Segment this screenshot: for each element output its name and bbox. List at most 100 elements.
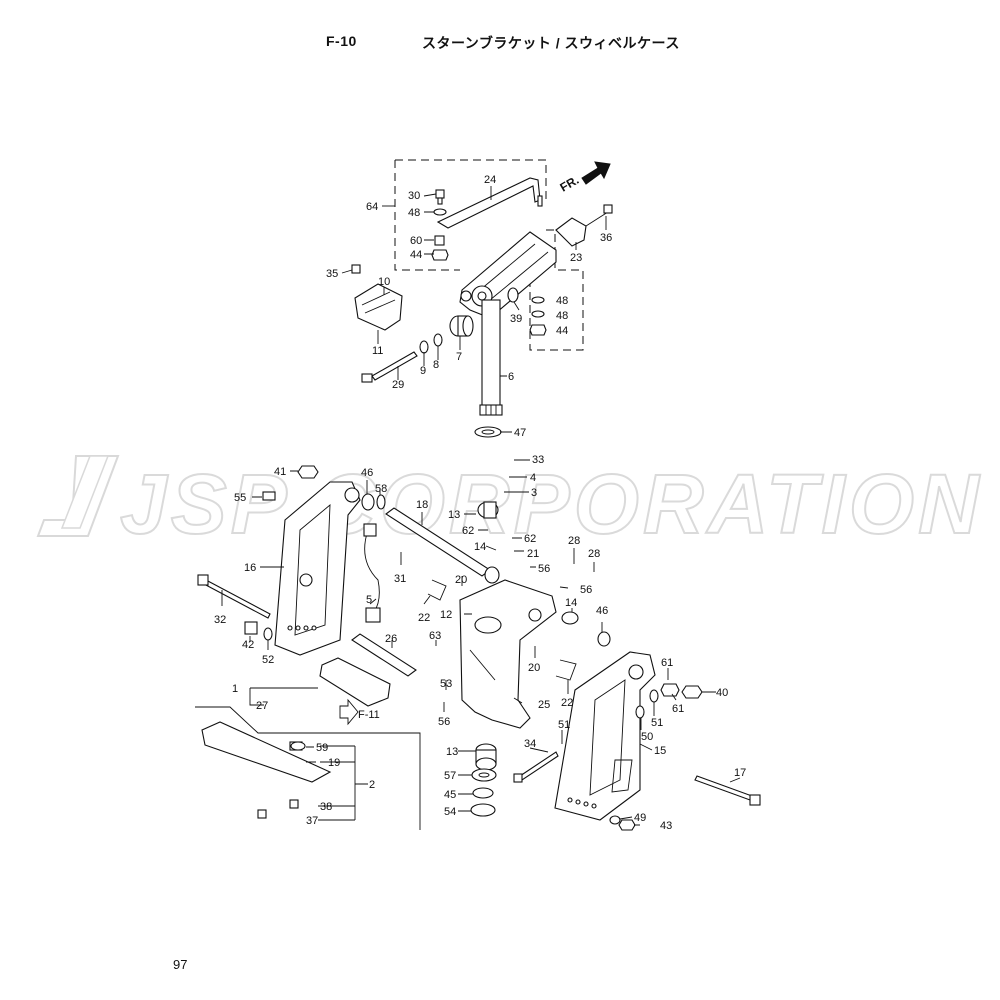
lever-plate [351, 264, 403, 331]
group-64-outline [394, 159, 584, 351]
washer-48a [433, 208, 447, 216]
callout-22: 22 [561, 697, 573, 709]
bolt-34 [513, 751, 559, 783]
callout-48: 48 [408, 207, 420, 219]
washer-54 [470, 803, 496, 817]
callout-62: 62 [462, 525, 474, 537]
callout-30: 30 [408, 190, 420, 202]
callout-4: 4 [530, 472, 536, 484]
callout-63: 63 [429, 630, 441, 642]
bolt-17 [694, 775, 761, 806]
callout-10: 10 [378, 276, 390, 288]
callout-24: 24 [484, 174, 496, 186]
callout-7: 7 [456, 351, 462, 363]
washer-46b [597, 631, 611, 647]
washer-51 [649, 689, 659, 703]
callout-40: 40 [716, 687, 728, 699]
callout-11: 11 [372, 345, 383, 357]
plate-2 [201, 721, 332, 783]
steering-bracket [459, 231, 557, 319]
callout-22: 22 [418, 612, 430, 624]
callout-64: 64 [366, 201, 378, 213]
callout-1: 1 [232, 683, 238, 695]
bolt-37 [257, 809, 267, 819]
washer-48b [531, 296, 545, 304]
plate-1 [319, 657, 391, 707]
callout-56: 56 [438, 716, 450, 728]
collar-42 [244, 621, 258, 635]
washer-57 [471, 768, 497, 782]
watermark-logo [36, 455, 120, 537]
callout-48: 48 [556, 310, 568, 322]
callout-12: 12 [440, 609, 452, 621]
stern-bracket-left [274, 481, 361, 656]
callout-51: 51 [651, 717, 663, 729]
callout-43: 43 [660, 820, 672, 832]
callout-21: 21 [527, 548, 539, 560]
bushing-14b [561, 611, 579, 625]
callout-26: 26 [385, 633, 397, 645]
bolt-32 [197, 574, 271, 619]
bracket-23 [555, 204, 613, 247]
washer-49 [609, 815, 621, 825]
washer-45 [472, 787, 494, 799]
callout-25: 25 [538, 699, 550, 711]
diagram-title: スターンブラケット / スウィベルケース [422, 35, 680, 51]
callout-50: 50 [641, 731, 653, 743]
callout-14: 14 [474, 541, 486, 553]
callout-56: 56 [580, 584, 592, 596]
nut-43 [618, 819, 636, 831]
callout-39: 39 [510, 313, 522, 325]
callout-8: 8 [433, 359, 439, 371]
callout-23: 23 [570, 252, 582, 264]
callout-45: 45 [444, 789, 456, 801]
group-1-bracket [249, 687, 318, 706]
callout-19: 19 [328, 757, 340, 769]
nut-44a [431, 249, 449, 261]
callout-31: 31 [394, 573, 406, 585]
washer-50 [635, 705, 645, 719]
callout-34: 34 [524, 738, 536, 750]
callout-49: 49 [634, 812, 646, 824]
callout-46: 46 [361, 467, 373, 479]
callout-59: 59 [316, 742, 328, 754]
callout-13: 13 [446, 746, 458, 758]
callout-20: 20 [455, 574, 467, 586]
callout-60: 60 [410, 235, 422, 247]
callout-15: 15 [654, 745, 666, 757]
nut-41 [297, 465, 319, 479]
rod-26 [351, 633, 417, 677]
bushing-39 [507, 287, 519, 303]
watermark-text: JSP CORPORATION [119, 456, 983, 552]
bracket-22a [427, 579, 447, 601]
callout-32: 32 [214, 614, 226, 626]
callout-55: 55 [234, 492, 246, 504]
callout-20: 20 [528, 662, 540, 674]
collar-59 [290, 741, 306, 751]
diagram-code: F-10 [326, 33, 357, 49]
swivel-shaft [479, 299, 503, 416]
callout-2: 2 [369, 779, 375, 791]
callout-27: 27 [256, 700, 268, 712]
washer-47 [474, 426, 502, 438]
callout-58: 58 [375, 483, 387, 495]
bolt-29 [361, 351, 418, 383]
callout-35: 35 [326, 268, 338, 280]
bushing-14a [484, 566, 500, 584]
bolt-38 [289, 799, 299, 809]
callout-52: 52 [262, 654, 274, 666]
callout-41: 41 [274, 466, 286, 478]
callout-36: 36 [600, 232, 612, 244]
clamp-13a [477, 501, 499, 519]
callout-54: 54 [444, 806, 456, 818]
callout-16: 16 [244, 562, 256, 574]
callout-57: 57 [444, 770, 456, 782]
callout-48: 48 [556, 295, 568, 307]
bolt-55 [262, 491, 276, 501]
bushing-7 [449, 315, 474, 337]
leader-lines [221, 186, 741, 826]
callout-6: 6 [508, 371, 514, 383]
group-2-bracket [318, 745, 368, 821]
callout-29: 29 [392, 379, 404, 391]
